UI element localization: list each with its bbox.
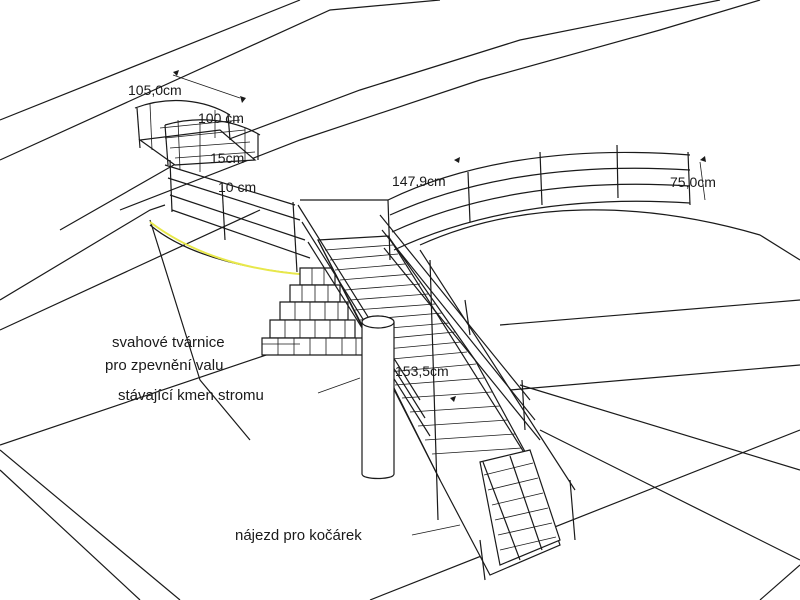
left-railing [164,159,311,273]
dim-rail-height: 75,0cm [670,174,716,190]
dim-bridge-span: 100 cm [198,110,244,126]
dim-bridge-height: 15cm [210,150,244,166]
leader-lines [262,343,461,536]
dimension-ticks [172,70,706,402]
right-railing [300,144,691,261]
dim-ramp-length: 153,5cm [395,363,449,379]
dim-bridge-width: 105,0cm [128,82,182,98]
callout-retaining-blocks-1: svahové tvárnice [112,334,225,351]
stroller-ramp [479,449,561,566]
callout-tree-trunk: stávající kmen stromu [118,387,264,404]
dim-rail-length: 147,9cm [392,173,446,189]
tree-trunk [361,315,395,480]
arched-bridge [134,99,261,172]
callout-retaining-blocks-2: pro zpevnění valu [105,357,223,374]
callout-stroller-ramp: nájezd pro kočárek [235,527,362,544]
dim-bridge-side: 10 cm [218,179,256,195]
retaining-blocks [261,267,366,356]
